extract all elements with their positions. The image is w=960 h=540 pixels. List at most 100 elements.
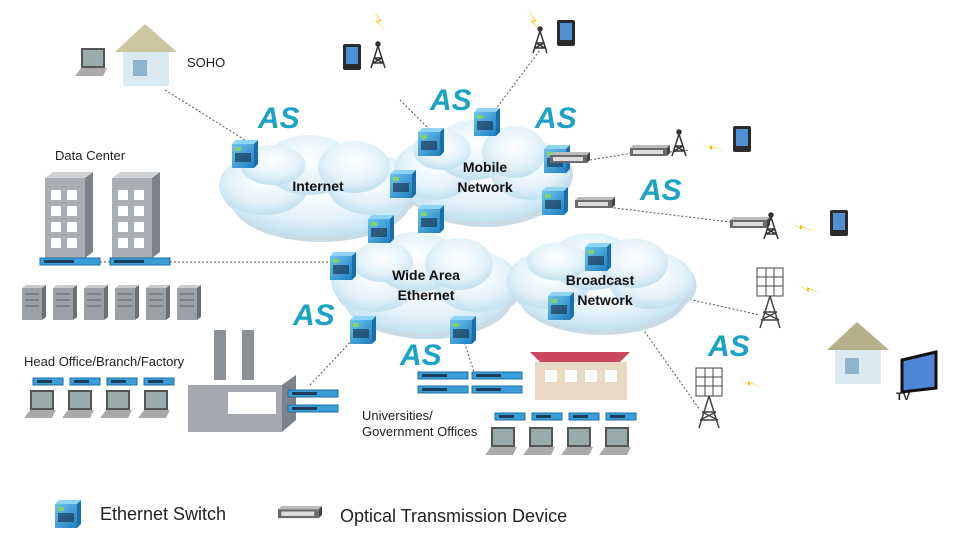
svg-text:AS: AS bbox=[399, 339, 442, 372]
as-logo-icon: AS bbox=[292, 299, 335, 332]
broadcast-tower-icon bbox=[756, 267, 784, 329]
optical-transmission-device-icon bbox=[550, 152, 590, 163]
laptop-icon bbox=[62, 390, 94, 418]
home-house-icon bbox=[827, 322, 889, 384]
switch-bar-icon bbox=[568, 412, 600, 421]
office-building-icon bbox=[45, 172, 93, 258]
switch-bar-icon bbox=[531, 412, 563, 421]
as-logo-icon: AS bbox=[257, 102, 300, 135]
switch-bar-icon bbox=[69, 377, 101, 386]
cloud-label-broadcast-1: Broadcast bbox=[566, 272, 635, 288]
switch-bar-icon bbox=[39, 257, 101, 266]
ethernet-switch-icon bbox=[418, 205, 444, 233]
laptop-icon bbox=[75, 48, 107, 76]
server-icon bbox=[146, 285, 170, 320]
school-building-icon bbox=[530, 352, 630, 400]
server-icon bbox=[115, 285, 139, 320]
antenna-tower-icon bbox=[671, 129, 687, 157]
switch-bar-icon bbox=[417, 385, 469, 394]
ethernet-switch-icon bbox=[450, 316, 476, 344]
laptop-icon bbox=[523, 427, 555, 455]
as-logo-icon: AS bbox=[429, 84, 472, 117]
switch-bar-icon bbox=[287, 389, 339, 398]
mobile-phone-icon bbox=[830, 210, 848, 236]
broadcast-tower-icon bbox=[695, 367, 723, 429]
optical-transmission-device-icon bbox=[630, 145, 670, 156]
dotted-links bbox=[40, 49, 761, 411]
switch-bar-icon bbox=[143, 377, 175, 386]
switch-bar-icon bbox=[417, 371, 469, 380]
switch-bar-icon bbox=[109, 257, 171, 266]
lightning-icon bbox=[790, 222, 814, 232]
svg-text:AS: AS bbox=[292, 299, 335, 332]
cloud-label-wan-2: Ethernet bbox=[398, 287, 455, 303]
office-building-icon bbox=[112, 172, 160, 258]
cloud-label-internet: Internet bbox=[292, 178, 344, 194]
server-icon bbox=[84, 285, 108, 320]
label-data-center: Data Center bbox=[55, 148, 126, 163]
ethernet-switch-icon bbox=[585, 243, 611, 271]
ethernet-switch-icon bbox=[330, 252, 356, 280]
mobile-phone-icon bbox=[343, 44, 361, 70]
ethernet-switch-icon bbox=[390, 170, 416, 198]
label-head-office: Head Office/Branch/Factory bbox=[24, 354, 185, 369]
lightning-icon bbox=[372, 10, 386, 32]
switch-bar-icon bbox=[106, 377, 138, 386]
label-soho: SOHO bbox=[187, 55, 225, 70]
laptop-icon bbox=[599, 427, 631, 455]
switch-bar-icon bbox=[605, 412, 637, 421]
ethernet-switch-icon bbox=[232, 140, 258, 168]
switch-bar-icon bbox=[32, 377, 64, 386]
switch-bar-icon bbox=[471, 371, 523, 380]
server-icon bbox=[53, 285, 77, 320]
as-logo-icon: AS bbox=[534, 102, 577, 135]
label-universities-2: Government Offices bbox=[362, 424, 478, 439]
lightning-icon bbox=[738, 378, 762, 388]
switch-bar-icon bbox=[471, 385, 523, 394]
as-logo-icon: AS bbox=[707, 330, 750, 363]
label-universities-1: Universities/ bbox=[362, 408, 433, 423]
connection-lines bbox=[40, 49, 761, 411]
ethernet-switch-icon bbox=[542, 187, 568, 215]
cloud-label-broadcast-2: Network bbox=[577, 292, 632, 308]
svg-text:AS: AS bbox=[534, 102, 577, 135]
svg-text:AS: AS bbox=[707, 330, 750, 363]
antenna-tower-icon bbox=[763, 212, 779, 240]
switch-bar-icon bbox=[494, 412, 526, 421]
switch-bar-icon bbox=[287, 404, 339, 413]
antenna-tower-icon bbox=[532, 26, 548, 54]
optical-transmission-device-icon bbox=[730, 217, 770, 228]
ethernet-switch-icon bbox=[55, 500, 81, 528]
tv-icon bbox=[900, 350, 938, 394]
legend-optical-device-label: Optical Transmission Device bbox=[340, 506, 567, 526]
cloud-label-mobile-1: Mobile bbox=[463, 159, 508, 175]
ethernet-switch-icon bbox=[418, 128, 444, 156]
optical-transmission-device-icon bbox=[278, 506, 322, 519]
ethernet-switch-icon bbox=[474, 108, 500, 136]
laptop-icon bbox=[100, 390, 132, 418]
factory-icon bbox=[188, 330, 296, 432]
server-icon bbox=[22, 285, 46, 320]
soho-house-icon bbox=[115, 24, 177, 86]
cloud-label-mobile-2: Network bbox=[457, 179, 512, 195]
label-tv: TV bbox=[896, 391, 911, 403]
server-icon bbox=[177, 285, 201, 320]
laptop-icon bbox=[485, 427, 517, 455]
optical-transmission-device-icon bbox=[575, 197, 615, 208]
mobile-phone-icon bbox=[733, 126, 751, 152]
antenna-tower-icon bbox=[370, 41, 386, 69]
laptop-icon bbox=[138, 390, 170, 418]
icons: AS AS AS AS AS AS AS bbox=[22, 10, 938, 528]
ethernet-switch-icon bbox=[548, 292, 574, 320]
ethernet-switch-icon bbox=[350, 316, 376, 344]
as-logo-icon: AS bbox=[399, 339, 442, 372]
svg-text:AS: AS bbox=[639, 174, 682, 207]
laptop-icon bbox=[561, 427, 593, 455]
laptop-icon bbox=[24, 390, 56, 418]
ethernet-switch-icon bbox=[368, 215, 394, 243]
svg-text:AS: AS bbox=[429, 84, 472, 117]
as-logo-icon: AS bbox=[639, 174, 682, 207]
cloud-label-wan-1: Wide Area bbox=[392, 267, 460, 283]
lightning-icon bbox=[527, 10, 541, 32]
